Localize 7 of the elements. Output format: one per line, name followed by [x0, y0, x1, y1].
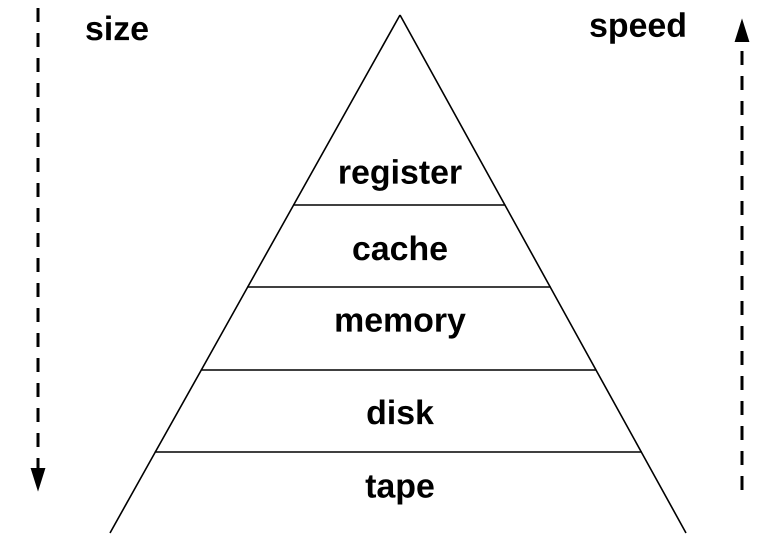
pyramid-band: cache: [247, 204, 551, 288]
pyramid-band: tape: [109, 451, 687, 534]
speed-label: speed: [590, 12, 685, 44]
pyramid-band: register: [292, 14, 506, 206]
size-label: size: [86, 16, 148, 40]
pyramid-band: disk: [154, 369, 642, 452]
pyramid-band: memory: [200, 286, 597, 370]
